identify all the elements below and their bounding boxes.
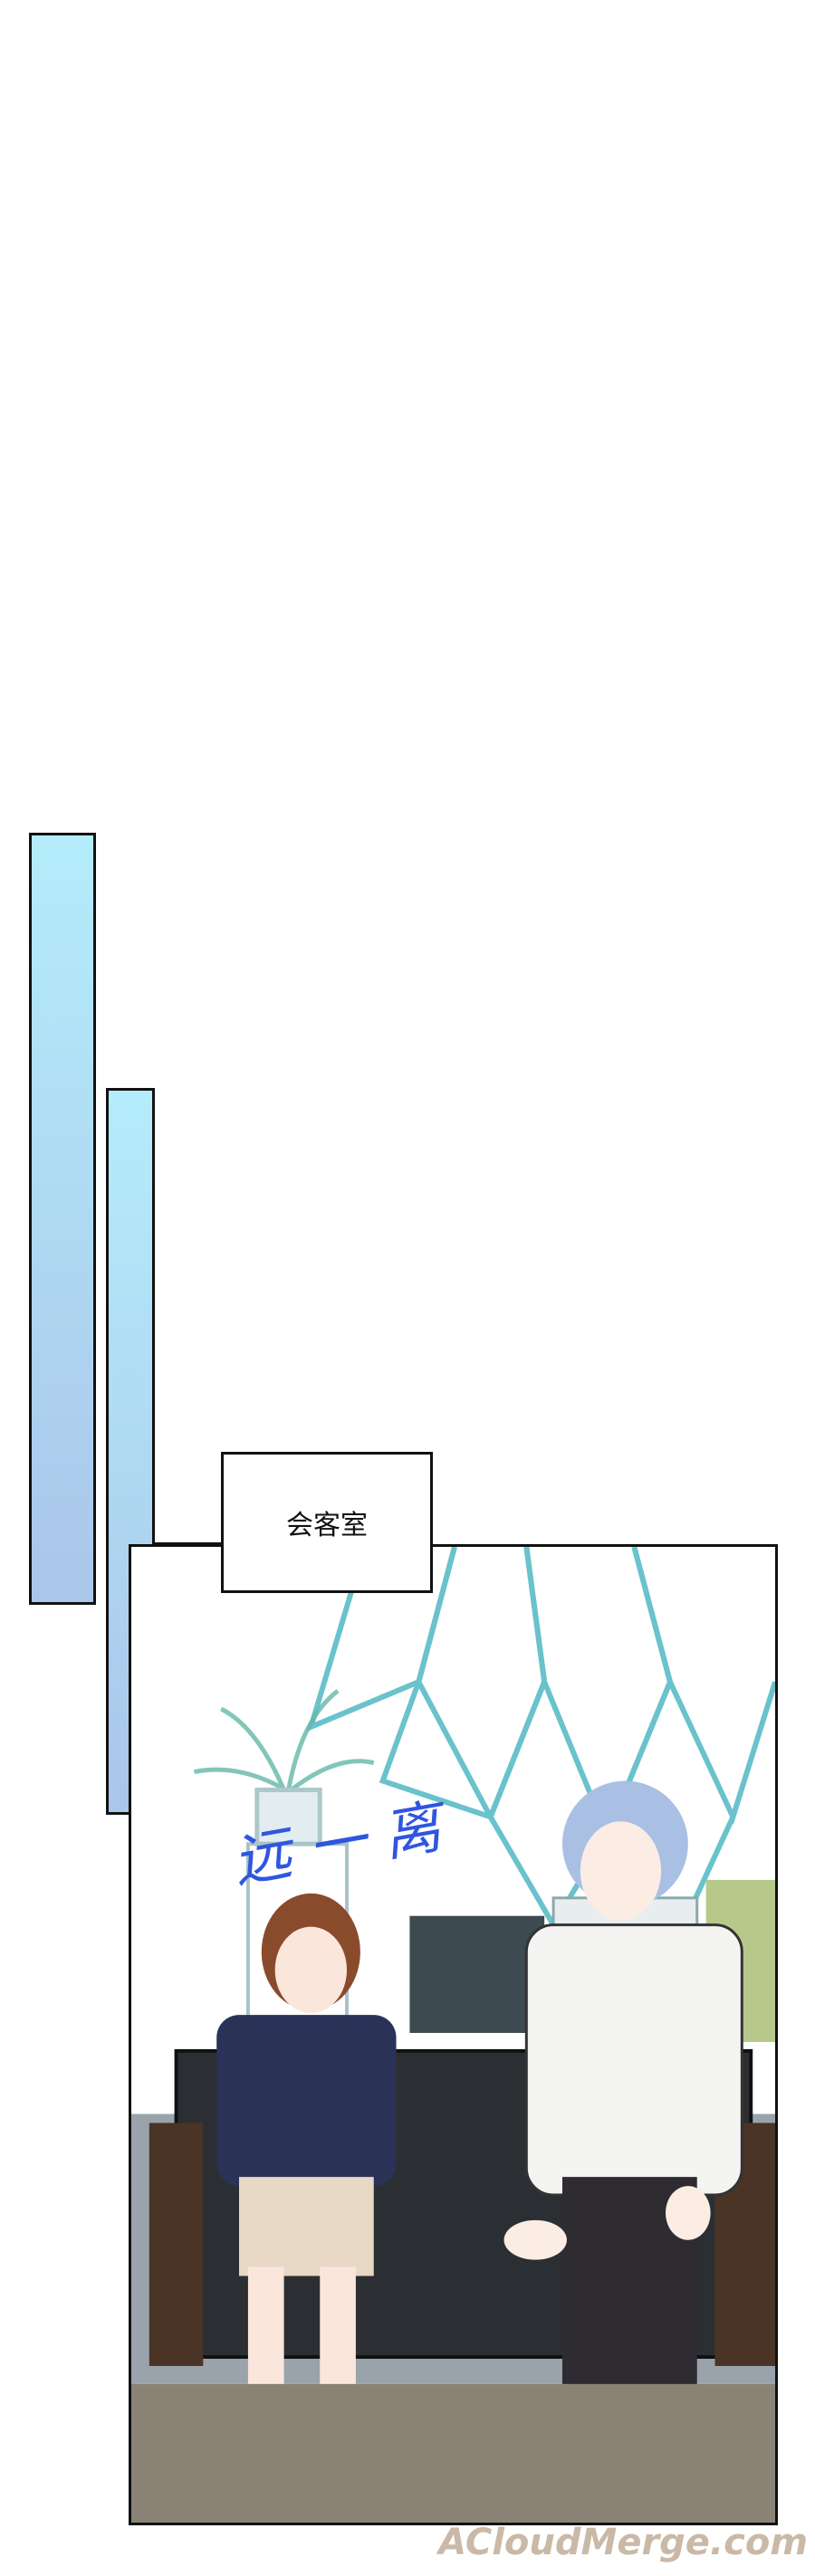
printer [409,1915,545,2034]
sofa-arm-left [149,2123,204,2366]
panel-connector-line [155,1542,221,1545]
decorative-blue-bar-left [29,833,96,1605]
location-caption-text: 会客室 [286,1510,368,1541]
leaf-wall-pattern [306,1547,775,1940]
wooden-table [131,2383,775,2523]
meeting-room-illustration [131,1547,775,2523]
watermark: ACloudMerge.com [438,2522,808,2563]
location-caption-box: 会客室 [221,1452,433,1593]
comic-panel-meeting-room [129,1544,778,2525]
